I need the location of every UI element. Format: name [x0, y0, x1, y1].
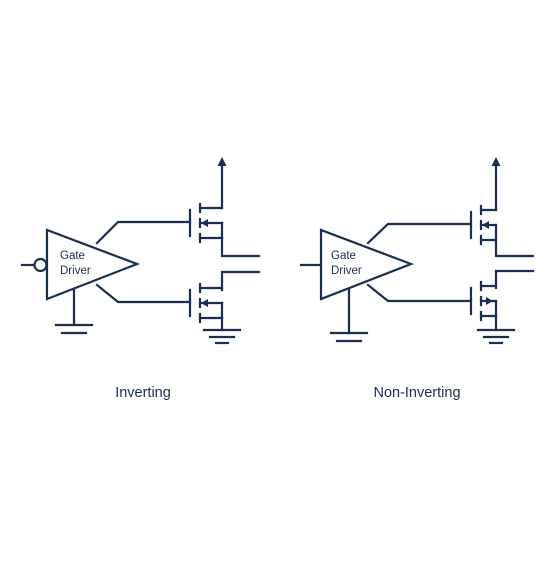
- inversion-bubble: [33, 257, 48, 273]
- mosfet-ground-symbol: [476, 314, 516, 345]
- high-side-mosfet: [469, 204, 498, 246]
- switch-node-lower: [220, 270, 261, 292]
- low-side-mosfet: [188, 282, 224, 324]
- driver-label-line1: Gate: [60, 250, 85, 262]
- high-side-gate-wire: [95, 220, 192, 245]
- gate-driver-triangle: [319, 228, 415, 301]
- non-inverting-circuit: Gate Driver: [299, 157, 535, 345]
- supply-arrow-icon: [491, 157, 501, 166]
- driver-ground-symbol: [54, 288, 94, 335]
- high-side-gate-wire: [366, 222, 473, 245]
- driver-label-line1: Gate: [331, 250, 356, 262]
- low-side-gate-wire: [95, 283, 192, 304]
- switch-node-lower: [494, 269, 535, 290]
- low-side-gate-wire: [366, 283, 473, 303]
- high-side-mosfet: [188, 202, 224, 244]
- switch-node-upper: [220, 236, 261, 258]
- gate-driver-triangle: [45, 228, 141, 301]
- inverting-circuit: Gate Driver: [20, 157, 261, 345]
- mosfet-ground-symbol: [202, 316, 242, 345]
- driver-ground-symbol: [329, 288, 369, 343]
- low-side-mosfet: [469, 280, 498, 322]
- switch-node-upper: [494, 238, 535, 258]
- inverting-caption: Inverting: [115, 385, 171, 401]
- driver-label-line2: Driver: [60, 265, 91, 277]
- non-inverting-caption: Non-Inverting: [373, 385, 461, 401]
- supply-arrow-icon: [217, 157, 227, 166]
- driver-label-line2: Driver: [331, 265, 362, 277]
